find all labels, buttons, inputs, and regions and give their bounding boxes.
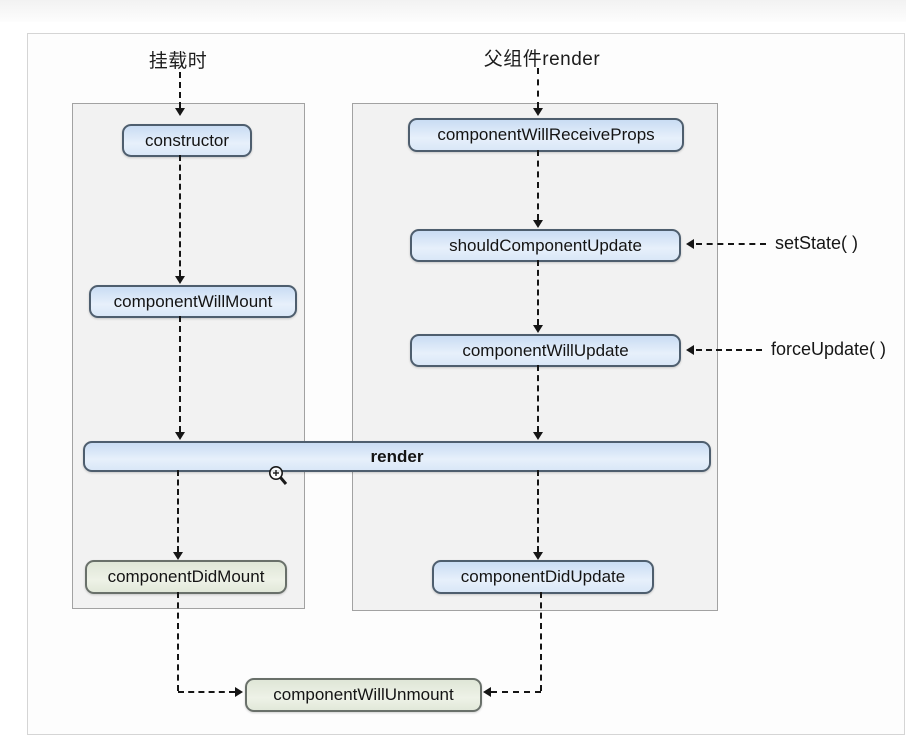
arrow-line [179,316,181,432]
node-componentwillreceiveprops: componentWillReceiveProps [408,118,684,152]
arrow-line [540,592,542,691]
node-componentwillunmount: componentWillUnmount [245,678,482,712]
arrow-line [537,365,539,432]
node-componentwillmount: componentWillMount [89,285,297,318]
update-phase-header: 父组件render [483,49,601,70]
page-top-strip [0,0,906,22]
arrowhead-down-icon [175,276,185,284]
arrowhead-right-icon [235,687,243,697]
arrow-line [178,691,235,693]
arrowhead-down-icon [175,108,185,116]
node-constructor: constructor [122,124,252,157]
arrow-line [696,243,766,245]
node-render: render [83,441,711,472]
arrow-line [537,470,539,552]
arrowhead-down-icon [173,552,183,560]
arrowhead-down-icon [533,108,543,116]
arrowhead-left-icon [686,345,694,355]
arrow-line [179,155,181,276]
mount-phase-header: 挂载时 [148,51,208,72]
setstate-label: setState( ) [775,233,859,253]
mount-phase-column [72,103,305,609]
arrow-line [696,349,762,351]
arrow-line [177,592,179,691]
arrowhead-left-icon [483,687,491,697]
arrow-line [537,68,539,108]
arrow-line [177,470,179,552]
arrow-line [179,72,181,108]
arrowhead-left-icon [686,239,694,249]
arrowhead-down-icon [533,220,543,228]
node-componentdidmount: componentDidMount [85,560,287,594]
node-componentdidupdate: componentDidUpdate [432,560,654,594]
arrowhead-down-icon [533,325,543,333]
arrow-line [491,691,541,693]
node-componentwillupdate: componentWillUpdate [410,334,681,367]
arrowhead-down-icon [175,432,185,440]
zoom-in-cursor-icon [266,464,292,490]
arrowhead-down-icon [533,552,543,560]
arrow-line [537,260,539,325]
arrowhead-down-icon [533,432,543,440]
node-shouldcomponentupdate: shouldComponentUpdate [410,229,681,262]
forceupdate-label: forceUpdate( ) [771,339,887,359]
arrow-line [537,150,539,220]
